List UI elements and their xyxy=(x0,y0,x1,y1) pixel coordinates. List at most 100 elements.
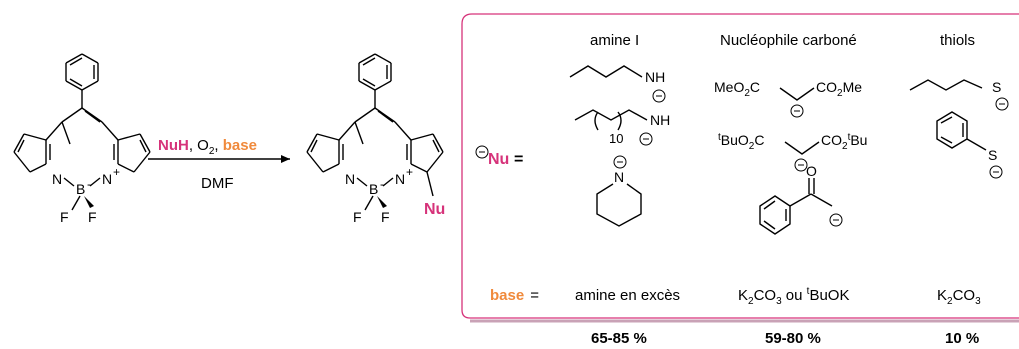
phenyl-bond xyxy=(65,53,83,64)
fluorine-wedge xyxy=(377,196,387,208)
thiols-yield: 10 % xyxy=(945,330,979,347)
solvent-label: DMF xyxy=(201,175,234,192)
fluorine-wedge xyxy=(84,196,94,208)
reagent-base: base xyxy=(223,137,257,154)
fluorine-atom: F xyxy=(353,209,362,225)
boron-bond xyxy=(382,177,394,187)
phenyl-bond xyxy=(81,53,99,64)
charge-minus-icon xyxy=(829,213,843,227)
pyrrole-bond xyxy=(410,163,428,173)
column-title-thiols: thiols xyxy=(940,32,975,49)
nucleophile-table-frame xyxy=(461,13,1019,323)
nu-bond xyxy=(426,171,434,197)
ketone-oxygen: O xyxy=(806,163,817,179)
reaction-conditions: NuH, O2, base xyxy=(158,137,257,157)
fluorine-atom: F xyxy=(60,209,69,225)
reagent-o2-subscript: 2 xyxy=(209,146,215,157)
core-double-bond xyxy=(377,110,394,123)
pyrrole-bond xyxy=(117,133,141,141)
column-title-carbon: Nucléophile carboné xyxy=(720,32,857,49)
nu-legend-label: Nu xyxy=(488,151,509,168)
pyrrole-bond xyxy=(410,133,434,141)
chain-repeat-subscript: 10 xyxy=(609,131,623,146)
pyrrole-bond xyxy=(306,133,318,153)
malonate-tbuo2c: tBuO2C xyxy=(718,132,764,152)
amine-piperidine: N xyxy=(596,155,642,227)
fluorine-atom: F xyxy=(381,209,390,225)
pyrrole-bond xyxy=(29,163,47,173)
core-bond xyxy=(81,107,103,123)
pyrrole-bond xyxy=(13,133,25,153)
amine-butylamine: NH xyxy=(569,65,666,103)
nitrogen-atom: N xyxy=(52,171,62,187)
thiophenol-s: S xyxy=(988,147,997,163)
charge-minus-icon xyxy=(652,89,666,103)
pyrrole-bond xyxy=(354,121,364,145)
phenyl-bond xyxy=(358,80,376,91)
charge-plus: + xyxy=(406,165,413,179)
core-bond xyxy=(61,107,83,123)
base-legend-label: base xyxy=(490,287,524,304)
phenyl-bond xyxy=(65,80,83,91)
boron-bond xyxy=(89,177,101,187)
carbon-base: K2CO3 ou tBuOK xyxy=(738,286,849,307)
pyrrole-bond xyxy=(338,121,356,141)
base-legend: base = xyxy=(490,287,539,304)
phenyl-bond xyxy=(374,53,392,64)
boron-bond xyxy=(356,177,368,187)
phenyl-bond xyxy=(81,80,99,91)
carbon-yield: 59-80 % xyxy=(765,330,821,347)
pyrrole-bond xyxy=(23,133,47,141)
reagent-separator: , xyxy=(189,137,197,154)
acetophenone-enolate: O xyxy=(759,163,843,235)
pyrrole-bond xyxy=(426,151,444,173)
piperidine-n: N xyxy=(614,169,624,185)
boron-bond xyxy=(63,177,75,187)
base-legend-equals: = xyxy=(530,287,539,304)
reaction-arrow xyxy=(148,155,290,163)
phenyl-bond xyxy=(358,53,376,64)
pyrrole-bond xyxy=(101,121,119,141)
charge-minus-icon xyxy=(794,158,808,172)
malonate-tbutyl: tBuO2C CO2tBu xyxy=(718,132,867,172)
pyrrole-bond xyxy=(394,121,412,141)
charge-minus: - xyxy=(380,177,384,191)
fluorine-bond xyxy=(71,195,81,211)
phenyl-double-bond xyxy=(362,78,376,87)
amines-yield: 65-85 % xyxy=(591,330,647,347)
pyrrole-bond xyxy=(306,151,324,173)
charge-minus-icon xyxy=(790,104,804,118)
butanethiol-s: S xyxy=(992,79,1001,95)
long-chain-nh: NH xyxy=(650,112,670,128)
core-bond xyxy=(354,107,376,123)
boron-atom: B xyxy=(369,181,378,197)
pyrrole-bond xyxy=(139,133,151,153)
reagent-o2: O xyxy=(197,137,209,154)
product-nu-label: Nu xyxy=(424,201,445,218)
fluorine-atom: F xyxy=(88,209,97,225)
fluorine-bond xyxy=(364,195,374,211)
pyrrole-bond xyxy=(432,133,444,153)
boron-atom: B xyxy=(76,181,85,197)
phenyl-double-bond xyxy=(362,57,376,66)
charge-minus-icon xyxy=(989,165,1003,179)
pyrrole-bond xyxy=(61,121,71,145)
pyrrole-double-bond xyxy=(432,139,440,153)
nitrogen-atom: N xyxy=(395,171,405,187)
phenyl-bond xyxy=(374,80,392,91)
pyrrole-double-bond xyxy=(17,139,25,153)
phenyl-double-bond xyxy=(69,78,83,87)
charge-minus-icon xyxy=(995,97,1009,111)
column-title-amines: amine I xyxy=(590,32,639,49)
thiol-butanethiol: S xyxy=(909,79,1009,111)
nu-legend: Nu = xyxy=(475,145,523,168)
pyrrole-double-bond xyxy=(139,139,147,153)
pyrrole-double-bond xyxy=(310,139,318,153)
malonate-co2me: CO2Me xyxy=(816,79,862,99)
nitrogen-atom: N xyxy=(102,171,112,187)
malonate-methyl: MeO2C CO2Me xyxy=(714,79,862,118)
